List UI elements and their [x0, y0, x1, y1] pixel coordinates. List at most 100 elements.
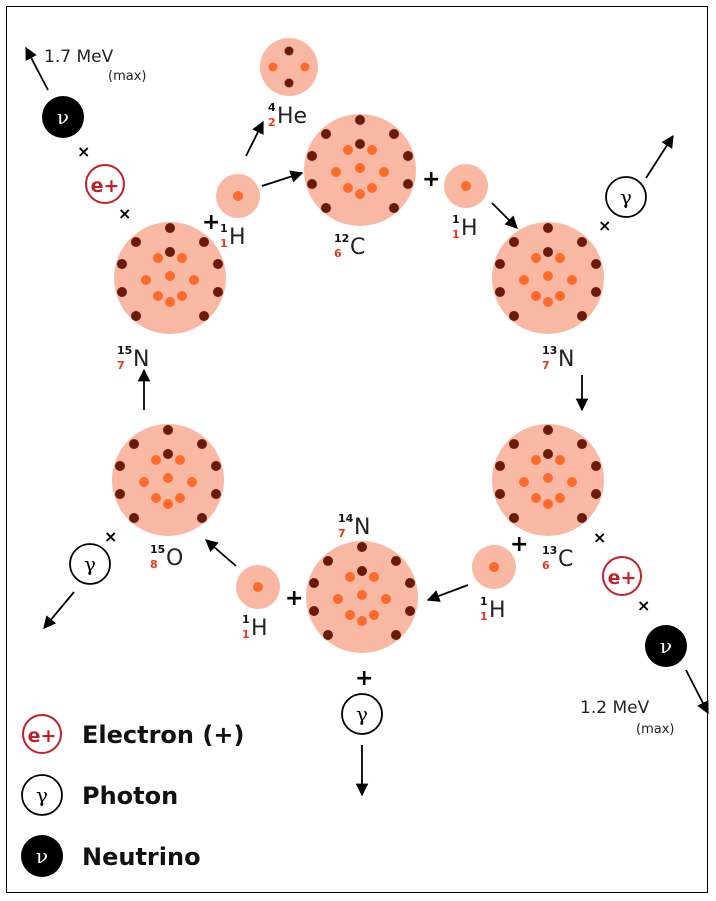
atomic-number: 1 [480, 610, 488, 623]
proton-dot [381, 594, 391, 604]
plus-sign: + [285, 586, 303, 611]
proton-p3 [472, 545, 516, 589]
nucleus-c13 [492, 424, 604, 536]
atomic-number: 2 [268, 116, 276, 129]
proton-dot [555, 291, 565, 301]
proton-dot [543, 473, 553, 483]
mass-number: 1 [242, 613, 250, 626]
proton-dot [357, 616, 367, 626]
neutron-dot [117, 259, 127, 269]
neutron-dot [213, 259, 223, 269]
neutron-dot [391, 630, 401, 640]
neutron-dot [309, 578, 319, 588]
mass-number: 12 [334, 232, 349, 245]
neutron-dot [543, 449, 553, 459]
neutron-dot [211, 489, 221, 499]
neutron-dot [357, 566, 367, 576]
proton-dot [165, 271, 175, 281]
neutron-dot [197, 513, 207, 523]
proton-dot [519, 477, 529, 487]
proton-dot [355, 163, 365, 173]
neutron-dot [577, 439, 587, 449]
neutron-dot [131, 237, 141, 247]
neutron-dot [323, 556, 333, 566]
nucleon-dot [284, 46, 294, 56]
nucleus-n14 [306, 541, 418, 653]
photon-particle: γ [341, 693, 383, 735]
proton-dot [187, 477, 197, 487]
element-symbol: H [489, 598, 506, 623]
element-symbol: N [354, 515, 370, 540]
element-symbol: H [461, 216, 478, 241]
proton-dot [543, 271, 553, 281]
atomic-number: 7 [542, 359, 550, 372]
atomic-number: 1 [242, 628, 250, 641]
proton-dot [543, 499, 553, 509]
neutron-dot [543, 247, 553, 257]
mass-number: 14 [338, 512, 354, 525]
neutron-dot [323, 630, 333, 640]
positron-particle: e+ [85, 164, 125, 204]
neutron-dot [543, 425, 553, 435]
cross-mark: × [104, 527, 117, 546]
cross-mark: × [593, 528, 606, 547]
proton-dot [153, 253, 163, 263]
proton-p4 [236, 565, 280, 609]
proton-dot [333, 594, 343, 604]
neutron-dot [321, 203, 331, 213]
neutrino-particle: ν [645, 625, 687, 667]
atomic-number: 6 [542, 559, 550, 572]
mass-number: 13 [542, 344, 557, 357]
atomic-number: 7 [338, 527, 346, 540]
proton-dot [567, 477, 577, 487]
plus-sign: + [355, 666, 373, 691]
plus-sign: + [422, 167, 440, 192]
proton-dot [531, 493, 541, 503]
svg-text:ν: ν [36, 844, 48, 868]
proton-dot [345, 610, 355, 620]
neutron-dot [577, 311, 587, 321]
atomic-number: 1 [452, 228, 460, 241]
neutron-dot [213, 287, 223, 297]
mass-number: 1 [220, 222, 228, 235]
svg-text:γ: γ [36, 783, 48, 807]
neutron-dot [495, 461, 505, 471]
arrow-photon-2 [43, 591, 75, 629]
energy-label-2: 1.2 MeV [580, 698, 650, 718]
proton-dot [177, 291, 187, 301]
neutron-dot [509, 439, 519, 449]
proton-dot [151, 455, 161, 465]
proton-p1 [216, 174, 260, 218]
cross-mark: × [598, 216, 611, 235]
nucleus-c12 [304, 114, 416, 226]
proton-dot [189, 275, 199, 285]
legend-label-neutrino: Neutrino [82, 843, 201, 871]
arrow-to-n14 [426, 584, 469, 602]
svg-text:ν: ν [57, 105, 69, 129]
neutron-dot [591, 489, 601, 499]
neutron-dot [307, 151, 317, 161]
neutron-dot [355, 139, 365, 149]
arrow-to-c12 [261, 170, 304, 187]
element-symbol: H [229, 225, 246, 250]
reaction-arrows [25, 46, 709, 797]
neutron-dot [355, 115, 365, 125]
proton-dot [345, 572, 355, 582]
neutron-dot [495, 489, 505, 499]
photon-particle: γ [605, 176, 647, 218]
legend: e+ Electron (+) γ Photon ν Neutrino [21, 714, 244, 877]
element-symbol: He [277, 104, 307, 129]
neutron-dot [163, 425, 173, 435]
legend-label-electron: Electron (+) [82, 721, 244, 749]
proton-dot [153, 291, 163, 301]
proton-dot [543, 297, 553, 307]
proton-dot [567, 275, 577, 285]
arrow-neutrino-1 [25, 46, 49, 91]
neutron-dot [309, 606, 319, 616]
arrow-photon-1 [645, 134, 674, 179]
neutron-dot [577, 513, 587, 523]
proton-dot [141, 275, 151, 285]
